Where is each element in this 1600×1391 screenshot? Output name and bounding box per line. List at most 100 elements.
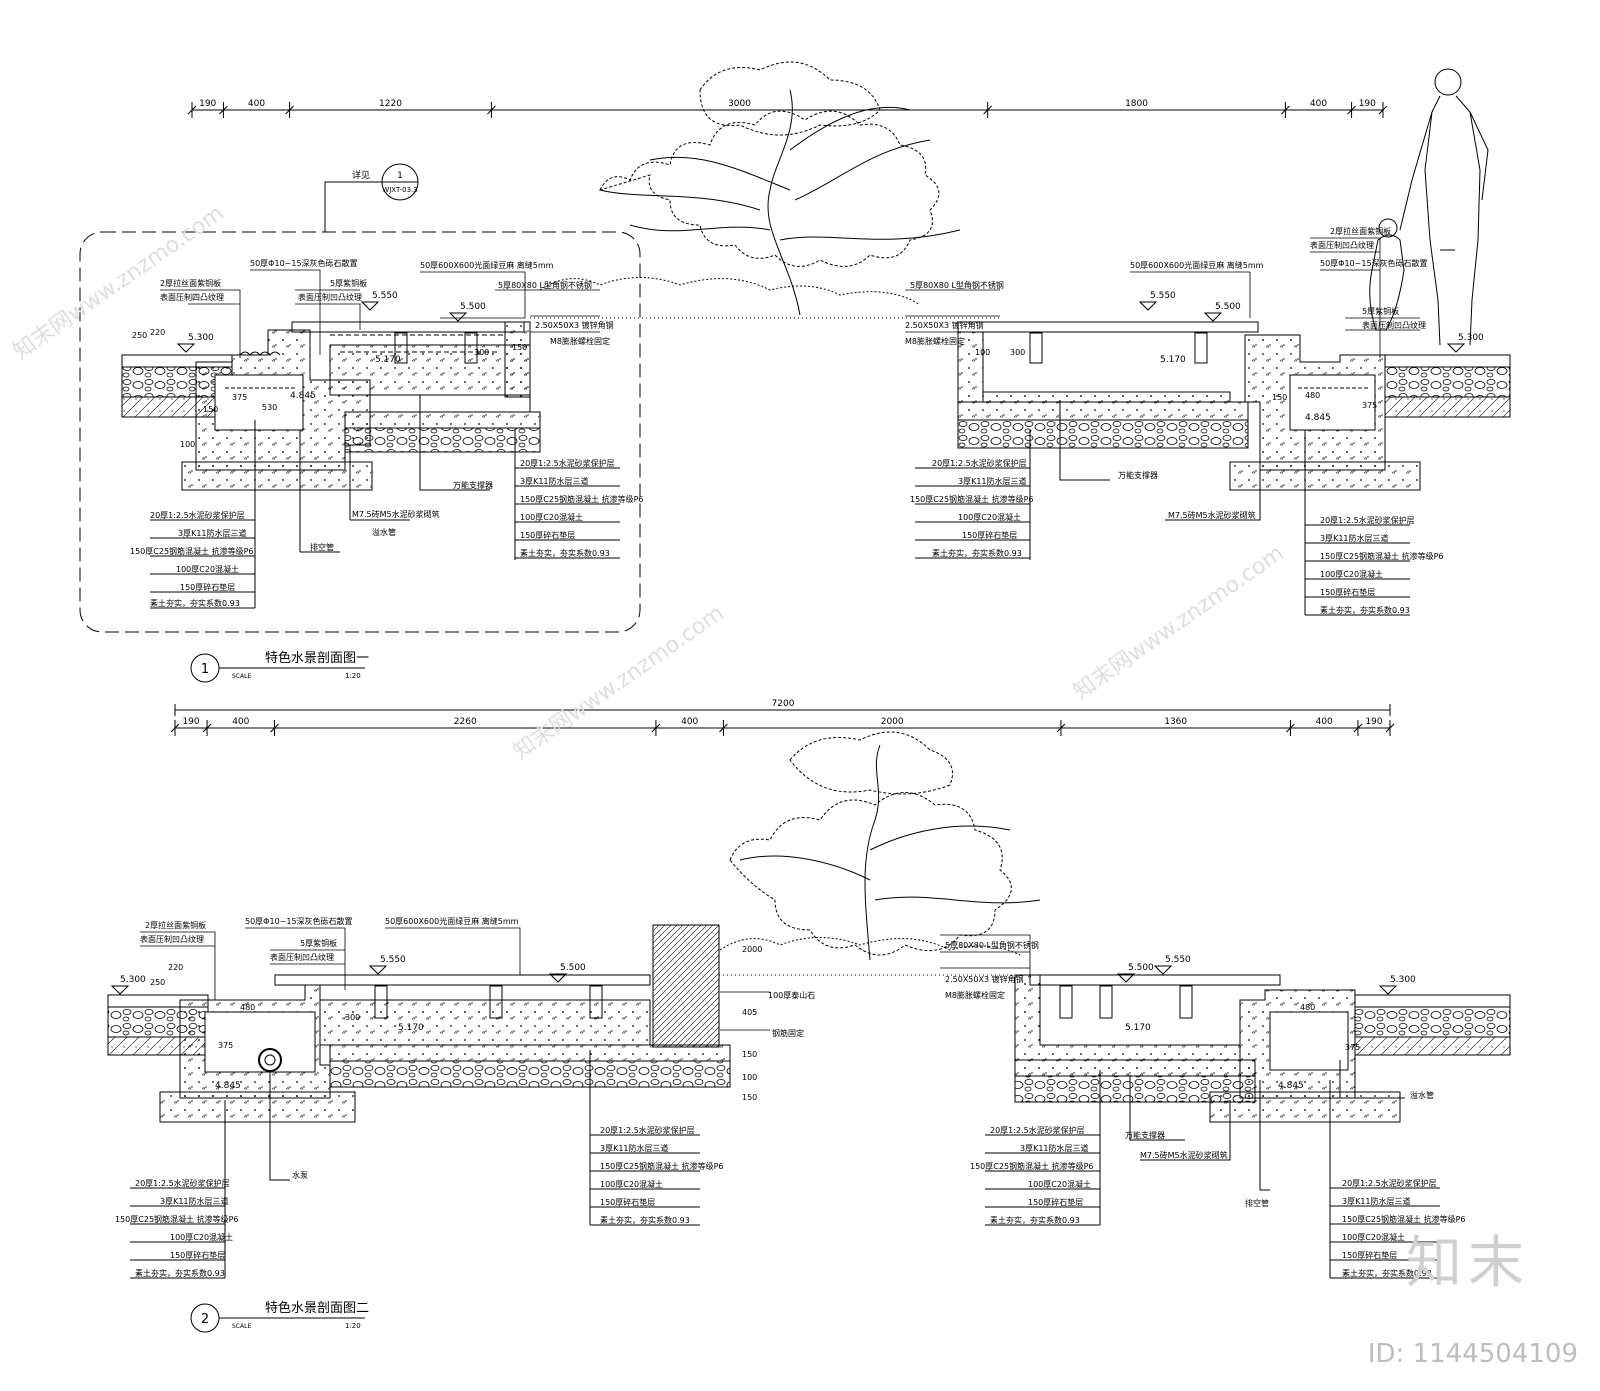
layer-text: 素土夯实，夯实系数0.93 xyxy=(1320,605,1410,615)
callouts-top-2: 2厚拉丝面紫铜板 表面压制凹凸纹理 50厚Φ10~15深灰色砾石散置 5厚紫铜板… xyxy=(140,916,1039,1038)
layer-text: 150厚碎石垫层 xyxy=(170,1250,225,1260)
layer-text: 150厚C25钢筋混凝土 抗渗等级P6 xyxy=(910,494,1034,504)
callout-text: 2.50X50X3 镀锌角钢 xyxy=(905,320,984,330)
dimension-tick xyxy=(1347,102,1356,118)
layer-text: 150厚C25钢筋混凝土 抗渗等级P6 xyxy=(115,1214,239,1224)
layer-text: 150厚碎石垫层 xyxy=(600,1197,655,1207)
layer-text: 150厚C25钢筋混凝土 抗渗等级P6 xyxy=(520,494,644,504)
layer-text: 素土夯实，夯实系数0.93 xyxy=(1342,1268,1432,1278)
layer-text: 20厚1:2.5水泥砂浆保护层 xyxy=(600,1125,695,1135)
dimension-label: 3000 xyxy=(728,99,751,109)
elevation-label: 5.300 xyxy=(1458,333,1484,343)
elevation-label: 5.170 xyxy=(1125,1023,1151,1033)
misc-label: M7.5砖M5水泥砂浆砌筑 xyxy=(352,509,440,519)
layer-text: 20厚1:2.5水泥砂浆保护层 xyxy=(135,1178,230,1188)
dimension-tick xyxy=(270,720,279,736)
elevation-label: 5.500 xyxy=(460,302,486,312)
dimension-tick xyxy=(202,720,212,736)
dimension-tick xyxy=(983,102,993,118)
section-2-left-structure xyxy=(107,924,1030,1123)
layer-text: 素土夯实，夯实系数0.93 xyxy=(932,548,1022,558)
elevation-label: 5.500 xyxy=(1128,963,1154,973)
layer-text: 20厚1:2.5水泥砂浆保护层 xyxy=(1320,515,1415,525)
callout-text: 5厚紫铜板 xyxy=(1362,306,1399,316)
dimension-label: 190 xyxy=(199,99,216,109)
callout-text: 2.50X50X3 镀锌角钢 xyxy=(535,320,614,330)
misc-label: M7.5砖M5水泥砂浆砌筑 xyxy=(1168,510,1256,520)
layer-text: 150厚C25钢筋混凝土 抗渗等级P6 xyxy=(1342,1214,1466,1224)
layer-text: 150厚碎石垫层 xyxy=(520,530,575,540)
layer-text: 100厚C20混凝土 xyxy=(170,1232,233,1242)
detail-reference: 详见 1 WJXT-03.3 xyxy=(324,163,419,232)
dimension-label: 1360 xyxy=(1164,717,1187,727)
small-dim: 150 xyxy=(203,405,218,414)
layer-text: 3厚K11防水层三道 xyxy=(178,528,247,538)
dimension-tick xyxy=(1378,102,1388,118)
misc-label: 万能支撑器 xyxy=(1118,470,1158,480)
layer-legend-2-right: 20厚1:2.5水泥砂浆保护层 3厚K11防水层三道 150厚C25钢筋混凝土 … xyxy=(1329,1080,1466,1279)
dimension-tick xyxy=(1286,720,1295,736)
callout-text: 表面压制凹凸纹理 xyxy=(270,952,334,962)
callout-text: 2厚拉丝面紫铜板 xyxy=(160,278,221,288)
small-dim: 250 xyxy=(132,331,147,340)
callout-text: 2厚拉丝面紫铜板 xyxy=(1330,226,1391,236)
elevation-label: 5.550 xyxy=(372,291,398,301)
layer-text: 素土夯实，夯实系数0.93 xyxy=(135,1268,225,1278)
section-1-right-structure xyxy=(957,321,1511,491)
elevation-label: 4.845 xyxy=(215,1081,241,1091)
dimension-label: 400 xyxy=(232,717,249,727)
layer-text: 3厚K11防水层三道 xyxy=(1320,533,1389,543)
misc-label: 水泵 xyxy=(292,1170,308,1180)
layer-text: 3厚K11防水层三道 xyxy=(1020,1143,1089,1153)
watermark-site: 知末网www.znzmo.com xyxy=(1069,541,1289,705)
callout-text: 50厚600X600光面绿豆麻 离缝5mm xyxy=(1130,260,1264,270)
dimension-tick xyxy=(285,102,294,118)
layer-text: 150厚C25钢筋混凝土 抗渗等级P6 xyxy=(1320,551,1444,561)
small-dim: 480 xyxy=(1305,391,1320,400)
small-dim: 480 xyxy=(1300,1003,1315,1012)
small-dimensions-2: 250 220 480 375 300 150 100 150 405 2000… xyxy=(150,945,1360,1102)
small-dim: 150 xyxy=(742,1093,757,1102)
watermark-brand: 知末 xyxy=(1406,1231,1530,1296)
dimension-label: 400 xyxy=(248,99,265,109)
small-dim: 530 xyxy=(262,403,277,412)
elevation-label: 5.550 xyxy=(1165,955,1191,965)
callout-text: 2.50X50X3 镀锌角钢 xyxy=(945,974,1024,984)
layer-legend-1-mid-right: 20厚1:2.5水泥砂浆保护层 3厚K11防水层三道 150厚C25钢筋混凝土 … xyxy=(910,430,1034,560)
callout-text: 100厚泰山石 xyxy=(768,990,815,1000)
small-dim: 375 xyxy=(1345,1043,1360,1052)
elevation-label: 5.300 xyxy=(120,975,146,985)
layer-text: 100厚C20混凝土 xyxy=(600,1179,663,1189)
dimension-label: 2260 xyxy=(454,717,477,727)
small-dim: 300 xyxy=(1010,348,1025,357)
callout-text: 表面压制凹凸纹理 xyxy=(140,934,204,944)
elevation-label: 4.845 xyxy=(1278,1081,1304,1091)
dimension-label: 190 xyxy=(182,717,199,727)
dimension-label: 190 xyxy=(1365,717,1382,727)
callout-text: 表面压制凹凸纹理 xyxy=(1362,320,1426,330)
misc-label: 排空管 xyxy=(310,542,334,552)
tree-elevation-1 xyxy=(539,61,961,316)
elevation-label: 5.170 xyxy=(398,1023,424,1033)
layer-text: 150厚碎石垫层 xyxy=(180,582,235,592)
dimension-tick xyxy=(170,720,180,736)
small-dim: 220 xyxy=(168,963,183,972)
misc-label: 排空管 xyxy=(1245,1198,1269,1208)
scale-label: SCALE xyxy=(232,1323,251,1330)
callouts-top-1: 2厚拉丝面紫铜板 表面压制四凸纹理 50厚Φ10~15深灰色砾石散置 5厚紫铜板… xyxy=(160,226,1428,358)
small-dim: 100 xyxy=(180,440,195,449)
dimension-label: 400 xyxy=(1310,99,1327,109)
callout-text: 5厚80X80 L型角钢不锈钢 xyxy=(910,280,1004,290)
misc-label: 万能支撑器 xyxy=(453,480,493,490)
small-dim: 220 xyxy=(150,328,165,337)
layer-text: 150厚碎石垫层 xyxy=(1320,587,1375,597)
callout-text: 5厚紫铜板 xyxy=(330,278,367,288)
section-number: 1 xyxy=(201,662,209,677)
layer-text: 3厚K11防水层三道 xyxy=(520,476,589,486)
callout-text: 钢筋固定 xyxy=(772,1028,804,1038)
layer-text: 150厚碎石垫层 xyxy=(962,530,1017,540)
layer-text: 100厚C20混凝土 xyxy=(176,564,239,574)
